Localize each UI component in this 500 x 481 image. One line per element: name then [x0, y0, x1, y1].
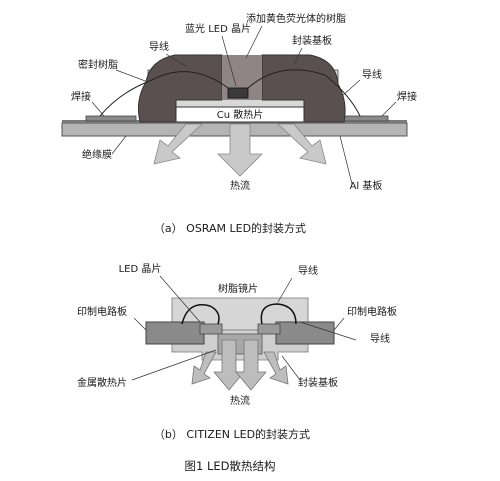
label-insulating-film: 绝缘膜 [82, 148, 112, 161]
label-blue-led-chip: 蓝光 LED 晶片 [185, 22, 251, 35]
label-metal-heatsink: 金属散热片 [77, 376, 127, 389]
solder-right-pad [339, 115, 389, 122]
label-pcb-left: 印制电路板 [77, 305, 127, 318]
sealing-resin-left [138, 54, 223, 123]
heat-arrow-a-center [217, 123, 263, 177]
solder-left-pad [85, 115, 137, 122]
caption-a: （a） OSRAM LED的封装方式 [154, 221, 306, 235]
led-chip-a [227, 87, 249, 99]
label-heat-flow-a: 热流 [230, 179, 250, 192]
heat-arrow-b-right [235, 339, 267, 391]
cu-heatsink [175, 106, 305, 123]
sealing-resin-right [261, 54, 346, 123]
label-al-substrate: Al 基板 [350, 179, 383, 192]
label-solder-right: 焊接 [397, 90, 417, 103]
heat-arrow-b-diag-left [191, 351, 217, 385]
heat-arrow-a-right [276, 123, 327, 165]
label-phosphor-resin: 添加黄色荧光体的树脂 [246, 12, 346, 25]
wire-b-right [260, 303, 297, 325]
led-chip-b-right [257, 323, 281, 335]
label-sealing-resin: 密封树脂 [78, 58, 118, 71]
label-heat-flow-b: 热流 [230, 394, 250, 407]
label-pcb-right: 印制电路板 [347, 305, 397, 318]
label-wire-b-top: 导线 [298, 264, 318, 277]
label-package-substrate-a: 封装基板 [292, 34, 332, 47]
label-led-chip-b: LED 晶片 [119, 262, 162, 275]
wire-a-right [247, 69, 361, 117]
heat-arrow-a-left [153, 123, 204, 165]
heat-arrow-b-left [213, 339, 245, 391]
led-chip-b-left [199, 323, 223, 335]
diagram-b: LED 晶片 树脂镜片 导线 印制电路板 印制电路板 导线 金属散热片 热流 封… [77, 262, 397, 441]
label-solder-left: 焊接 [71, 90, 91, 103]
pcb-left [145, 321, 205, 345]
cu-heatsink-label: Cu 散热片 [217, 108, 264, 121]
label-resin-lens: 树脂镜片 [218, 282, 258, 295]
pcb-right [275, 321, 335, 345]
caption-b: （b） CITIZEN LED的封装方式 [154, 427, 310, 441]
figure-title: 图1 LED散热结构 [185, 459, 276, 473]
label-wire-a-top: 导线 [149, 40, 169, 53]
label-wire-b-right: 导线 [370, 332, 390, 345]
wire-a-left [99, 71, 229, 117]
diagram-a: Cu 散热片 蓝光 LED 晶片 添加黄色荧光体的树脂 导线 封装基板 密封树脂… [61, 12, 417, 235]
label-wire-a-right: 导线 [362, 68, 382, 81]
wire-b-left [181, 304, 220, 325]
heat-arrow-b-diag-right [263, 351, 289, 385]
label-package-substrate-b: 封装基板 [298, 376, 338, 389]
